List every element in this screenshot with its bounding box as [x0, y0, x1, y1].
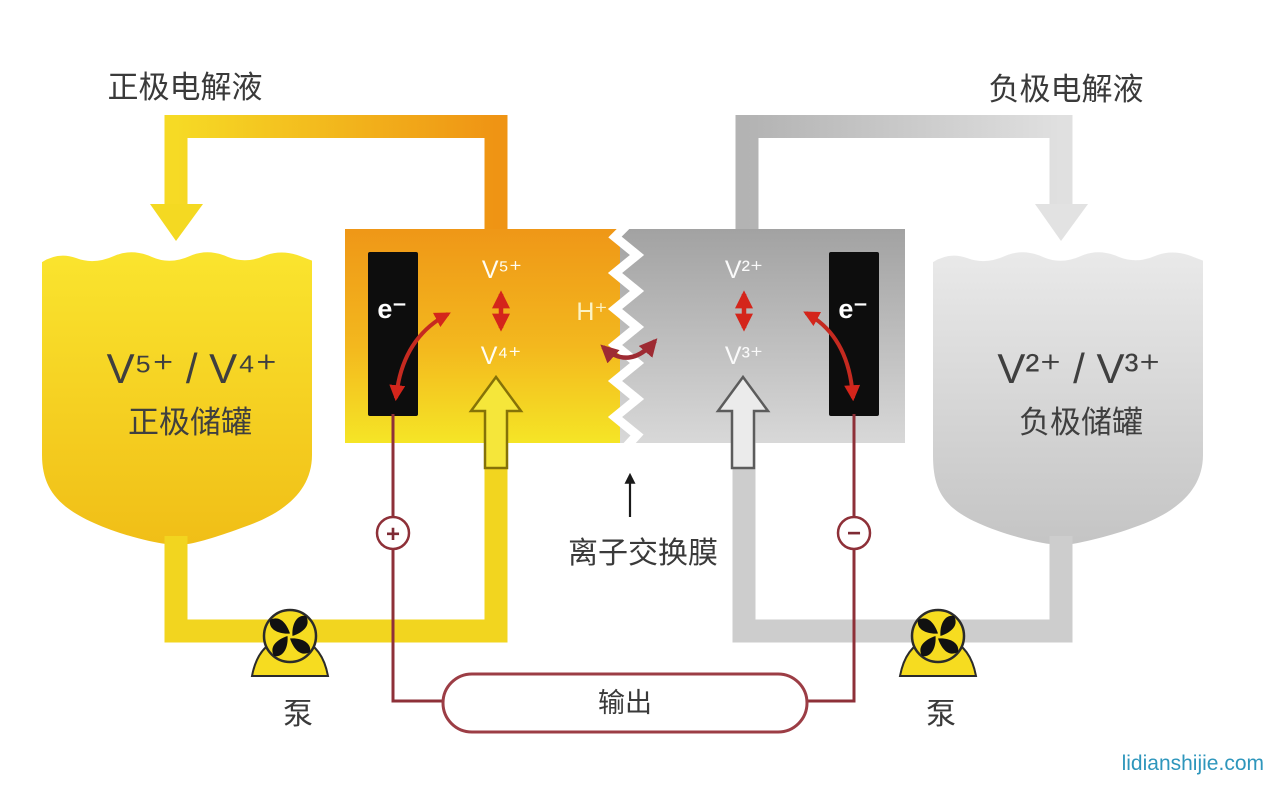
positive-electrolyte-title: 正极电解液 [108, 70, 263, 105]
pipes [150, 115, 1088, 643]
membrane-label: 离子交换膜 [568, 537, 718, 570]
negative-pump: 泵 [898, 608, 978, 731]
positive-bottom-pipe [164, 440, 508, 643]
v2-label: V²⁺ [725, 256, 763, 284]
external-circuit: + − 输出 [375, 414, 872, 734]
positive-electrode-label: e⁻ [377, 294, 406, 324]
cell-stack: e⁻ e⁻ V⁵⁺ V⁴⁺ V²⁺ V³⁺ H⁺ [345, 222, 905, 470]
ion-exchange-membrane [607, 222, 645, 451]
positive-tank-name: 正极储罐 [128, 405, 252, 440]
negative-flow-arrow-icon [715, 374, 771, 470]
h-ion-label: H⁺ [576, 298, 607, 326]
positive-terminal-sign: + [386, 521, 400, 548]
v3-label: V³⁺ [725, 342, 763, 370]
positive-tank [41, 171, 313, 545]
positive-electron-arrow-icon [389, 312, 451, 402]
positive-wire [391, 414, 445, 703]
negative-pump-fan-icon [917, 615, 959, 657]
negative-bottom-pipe [732, 440, 1073, 643]
positive-electrolyte-liquid [42, 252, 312, 544]
positive-electrode [368, 252, 418, 416]
labels: 正极电解液 负极电解液 V⁵⁺ / V⁴⁺ 正极储罐 V²⁺ / V³⁺ 负极储… [107, 70, 1264, 775]
positive-pump-label: 泵 [283, 698, 313, 731]
negative-pump-label: 泵 [926, 698, 956, 731]
positive-inlet-arrow-icon [150, 204, 203, 241]
negative-wire [806, 414, 856, 703]
proton-exchange-arrow-icon [600, 338, 658, 364]
positive-pump-fan-icon [269, 615, 311, 657]
negative-terminal-sign: − [847, 520, 861, 547]
negative-electrolyte-title: 负极电解液 [989, 72, 1144, 107]
positive-tank-species: V⁵⁺ / V⁴⁺ [107, 345, 278, 392]
negative-terminal [836, 515, 872, 551]
negative-electrode-label: e⁻ [838, 294, 867, 324]
positive-pump: 泵 [250, 608, 330, 731]
negative-top-pipe [735, 115, 1073, 235]
output-label: 输出 [598, 688, 652, 718]
positive-terminal [375, 515, 411, 551]
watermark: lidianshijie.com [1122, 752, 1264, 775]
positive-top-pipe [164, 115, 508, 235]
positive-flow-arrow-icon [468, 374, 524, 470]
v4-label: V⁴⁺ [481, 342, 522, 370]
negative-inlet-arrow-icon [1035, 204, 1088, 241]
negative-electron-arrow-icon [803, 311, 861, 402]
v5-label: V⁵⁺ [482, 256, 522, 284]
negative-electrolyte-liquid [933, 252, 1203, 544]
output-pill [441, 672, 809, 734]
negative-tank-name: 负极储罐 [1019, 405, 1143, 440]
negative-tank-species: V²⁺ / V³⁺ [997, 345, 1160, 392]
negative-tank [932, 171, 1204, 545]
